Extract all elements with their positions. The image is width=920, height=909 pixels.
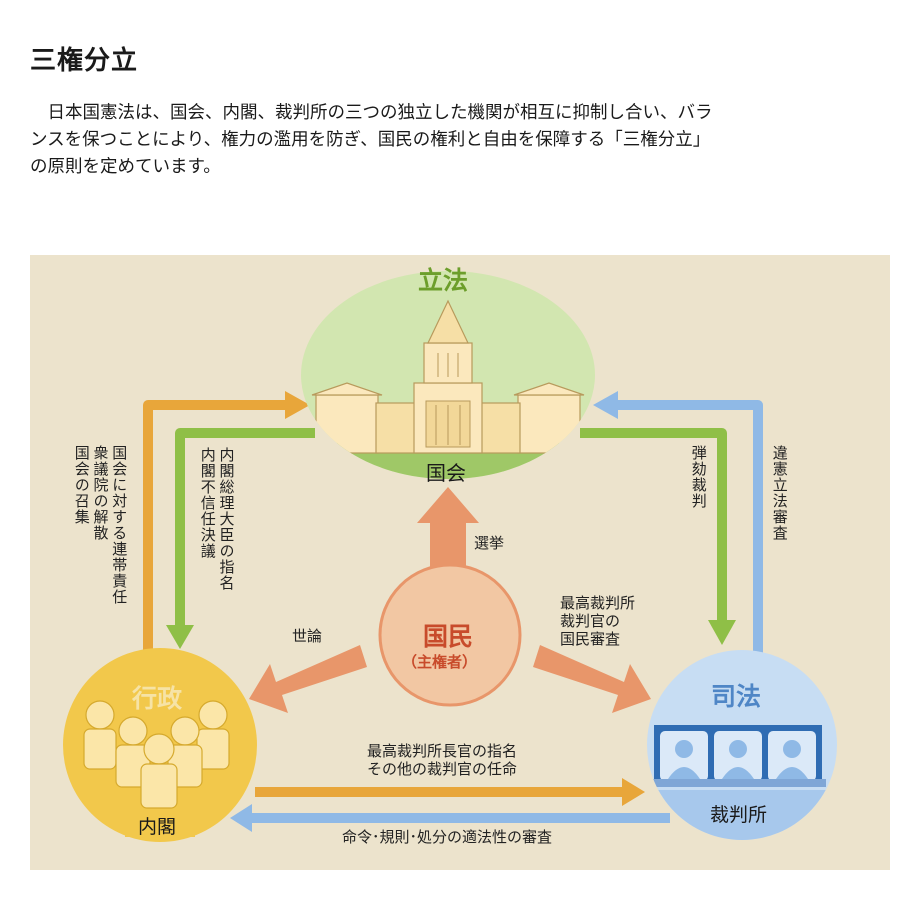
page-title: 三権分立 — [30, 46, 139, 76]
intro-line-1: 日本国憲法は、国会、内閣、裁判所の三つの独立した機関が相互に抑制し合い、バラ — [30, 103, 713, 123]
diet-circle — [301, 271, 595, 479]
intro-line-3: の原則を定めています。 — [30, 157, 221, 178]
people-subtitle: （主権者） — [402, 653, 478, 671]
diet-label: 国会 — [426, 461, 466, 485]
diet-to-court-line-1: 弾劾裁判 — [689, 445, 708, 509]
people-to-diet-label: 選挙 — [474, 534, 505, 552]
people-to-court-line-2: 裁判官の — [560, 612, 621, 630]
diet-to-exec-arrow — [175, 428, 315, 625]
exec-to-court-line-2: その他の裁判官の任命 — [367, 760, 518, 778]
people-to-exec-arrow — [249, 645, 367, 713]
people-title: 国民 — [423, 622, 474, 651]
exec-to-diet-line-2: 衆議院の解散 — [91, 445, 110, 541]
executive-title: 行政 — [132, 684, 183, 713]
diet-to-exec-line-1: 内閣不信任決議 — [198, 447, 217, 559]
exec-to-court-arrowhead — [622, 778, 645, 806]
cabinet-label: 内閣 — [138, 816, 177, 838]
exec-to-court-line-1: 最高裁判所長官の指名 — [367, 742, 518, 760]
court-to-diet-arrow — [618, 400, 763, 665]
intro-line-2: ンスを保つことにより、権力の濫用を防ぎ、国民の権利と自由を保障する「三権分立」 — [30, 130, 711, 151]
diagram-graphics — [63, 271, 837, 842]
people-to-diet-arrow — [417, 487, 479, 573]
people-to-court-line-1: 最高裁判所 — [560, 594, 636, 612]
judicial-title: 司法 — [711, 682, 762, 711]
diet-to-court-label: 弾劾裁判 — [689, 445, 708, 509]
people-circle — [378, 563, 522, 707]
intro-paragraph: 日本国憲法は、国会、内閣、裁判所の三つの独立した機関が相互に抑制し合い、バラ ン… — [30, 100, 870, 181]
executive-circle — [63, 648, 257, 842]
people-to-court-line-3: 国民審査 — [560, 630, 621, 648]
court-label: 裁判所 — [710, 804, 768, 826]
diet-to-exec-arrowhead — [166, 625, 194, 649]
diet-to-exec-line-2: 内閣総理大臣の指名 — [217, 447, 236, 591]
court-to-diet-arrowhead — [593, 391, 618, 419]
judicial-circle — [647, 650, 837, 840]
exec-to-diet-line-1: 国会の召集 — [72, 445, 91, 525]
diet-to-court-arrowhead — [708, 620, 736, 645]
people-to-court-label: 最高裁判所 裁判官の 国民審査 — [560, 594, 635, 648]
court-to-diet-label: 違憲立法審査 — [770, 445, 789, 541]
exec-to-court-label: 最高裁判所長官の指名 その他の裁判官の任命 — [367, 742, 517, 778]
exec-to-diet-arrowhead — [285, 391, 310, 419]
legislative-title: 立法 — [418, 266, 469, 295]
exec-to-diet-arrow — [143, 400, 285, 655]
exec-to-diet-label: 国会に対する連帯責任 衆議院の解散 国会の召集 — [72, 445, 129, 605]
exec-to-diet-line-3: 国会に対する連帯責任 — [110, 445, 129, 605]
court-to-exec-arrowhead — [230, 804, 252, 832]
people-to-court-arrow — [533, 645, 651, 713]
diet-to-court-arrow — [580, 428, 727, 620]
diet-to-exec-label: 内閣総理大臣の指名 内閣不信任決議 — [198, 447, 236, 591]
people-to-exec-label: 世論 — [292, 627, 323, 645]
separation-of-powers-diagram: 立法 国会 行政 内閣 司法 裁判所 国民 （主権者） 国会に対する連帯責任 衆… — [30, 255, 890, 870]
court-to-exec-label: 命令･規則･処分の適法性の審査 — [342, 828, 553, 846]
court-to-diet-line-1: 違憲立法審査 — [770, 445, 789, 541]
